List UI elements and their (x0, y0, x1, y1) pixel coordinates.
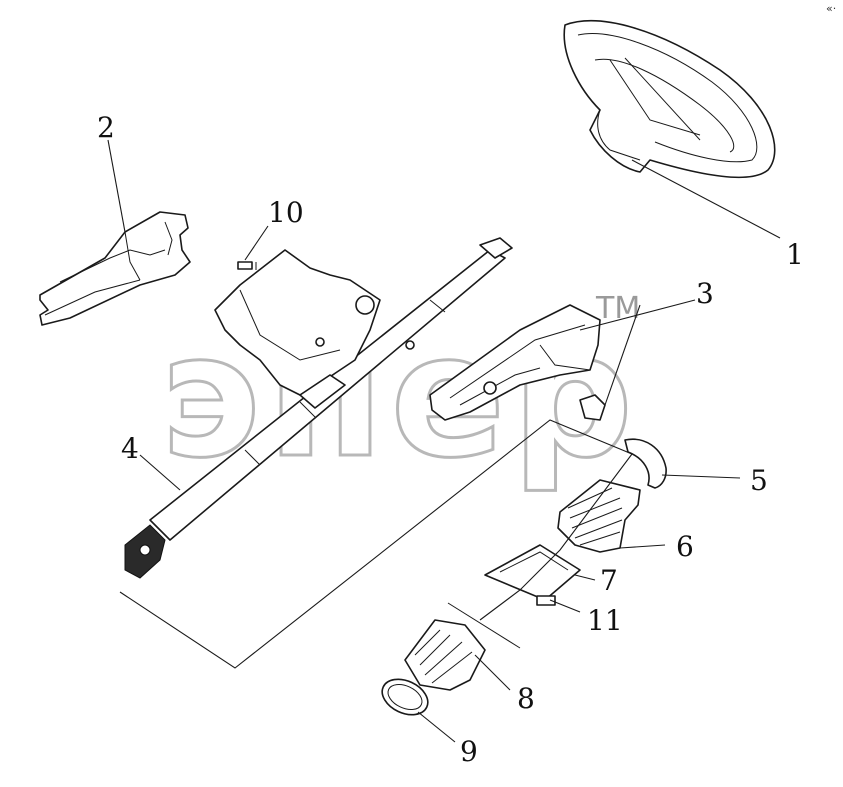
part-9-ring (381, 678, 429, 716)
callout-5: 5 (750, 464, 768, 497)
callout-9: 9 (460, 735, 478, 768)
callout-3: 3 (696, 277, 714, 310)
part-3-lower-shroud (429, 304, 606, 421)
callout-4: 4 (121, 432, 139, 465)
callout-labels: 1 2 3 4 5 6 7 8 9 10 11 (97, 111, 804, 768)
callout-8: 8 (517, 682, 535, 715)
callout-7: 7 (600, 564, 618, 597)
part-8-bellows (404, 602, 521, 691)
part-2-upper-shroud (39, 211, 191, 326)
callout-2: 2 (97, 111, 115, 144)
part-1-steering-wheel (563, 20, 776, 179)
callout-11: 11 (587, 604, 623, 637)
part-11-clip (536, 595, 556, 606)
leader-lines (107, 139, 781, 743)
corner-mark: «· (826, 2, 836, 15)
callout-10: 10 (268, 196, 304, 229)
part-10-screw (237, 261, 257, 270)
part-7-plate (484, 544, 581, 601)
callout-6: 6 (676, 530, 694, 563)
assembly-frame-line (119, 419, 633, 669)
callout-1: 1 (786, 238, 804, 271)
part-4-steering-column (124, 237, 513, 579)
part-5-trim (624, 438, 667, 489)
assembly-axis-line (479, 453, 633, 621)
